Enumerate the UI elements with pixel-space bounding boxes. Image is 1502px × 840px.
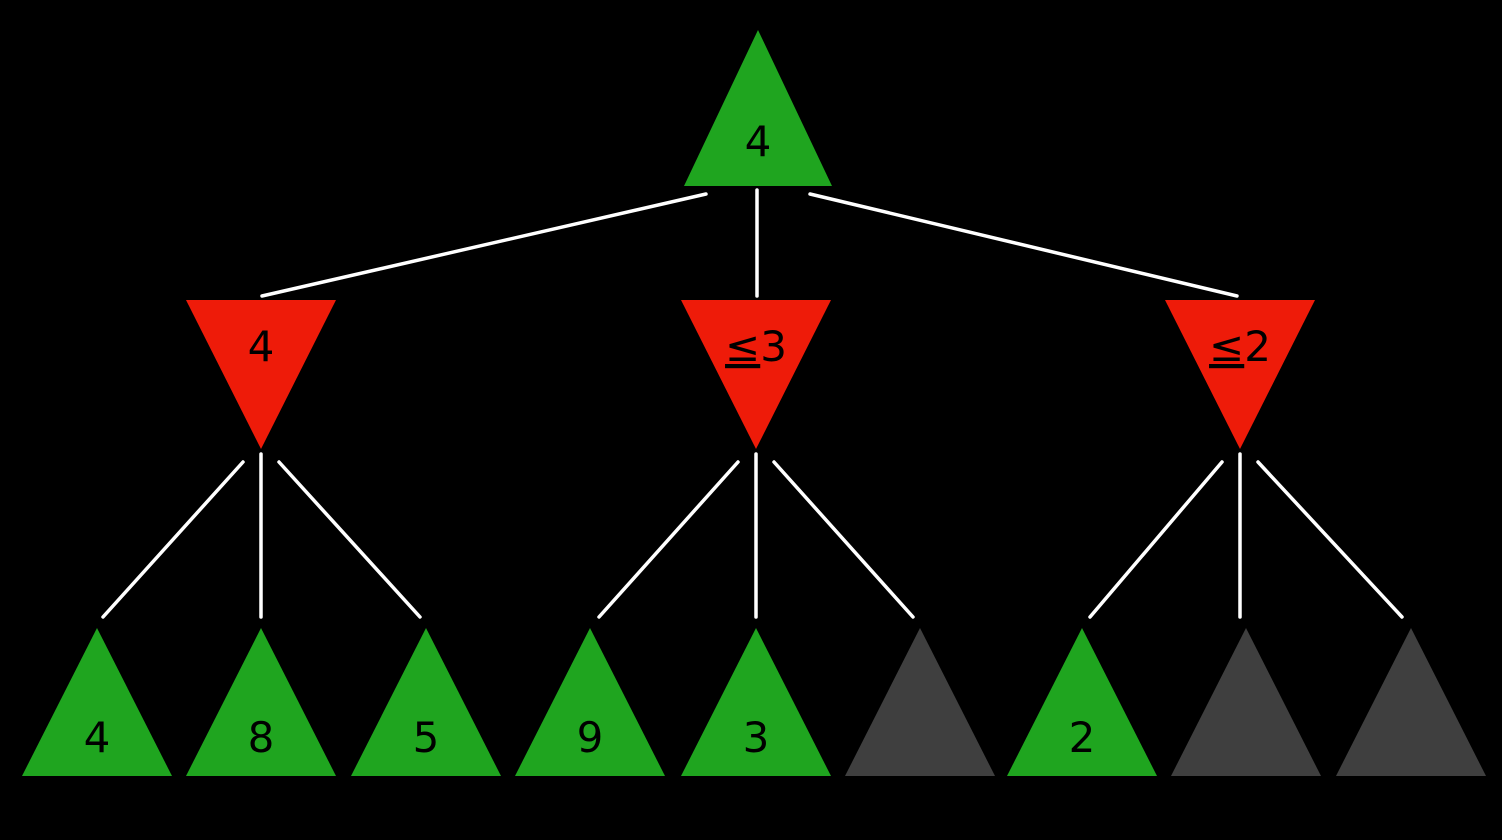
tree-node-root [684,30,832,186]
tree-node-leaf-4 [515,628,665,776]
tree-edge-min-3-leaf-7 [1088,460,1224,619]
node-label-leaf-5: 3 [743,713,770,762]
tree-edge-root-min-1 [260,192,708,298]
node-label-leaf-7: 2 [1069,713,1096,762]
tree-node-leaf-2 [186,628,336,776]
node-label-leaf-2: 8 [248,713,275,762]
tree-edge-min-1-leaf-3 [277,460,422,619]
tree-node-leaf-8 [1171,628,1321,776]
tree-node-leaf-7 [1007,628,1157,776]
tree-node-leaf-1 [22,628,172,776]
tree-node-leaf-9 [1336,628,1486,776]
tree-edge-min-1-leaf-1 [101,460,245,619]
node-label-min-2: ≤3 [725,322,787,371]
tree-node-min-3 [1165,300,1315,449]
tree-node-leaf-5 [681,628,831,776]
node-label-min-1: 4 [248,322,275,371]
node-label-min-3: ≤2 [1209,322,1271,371]
node-label-leaf-1: 4 [84,713,111,762]
node-label-leaf-3: 5 [413,713,440,762]
node-label-root: 4 [745,117,772,166]
node-label-leaf-4: 9 [577,713,604,762]
tree-node-min-2 [681,300,831,449]
tree-edge-min-3-leaf-9 [1256,460,1404,619]
tree-node-min-1 [186,300,336,449]
tree-edge-min-2-leaf-4 [597,460,740,619]
tree-edge-min-2-leaf-6 [772,460,915,619]
tree-node-leaf-6 [845,628,995,776]
tree-node-leaf-3 [351,628,501,776]
tree-edge-root-min-3 [808,192,1239,298]
